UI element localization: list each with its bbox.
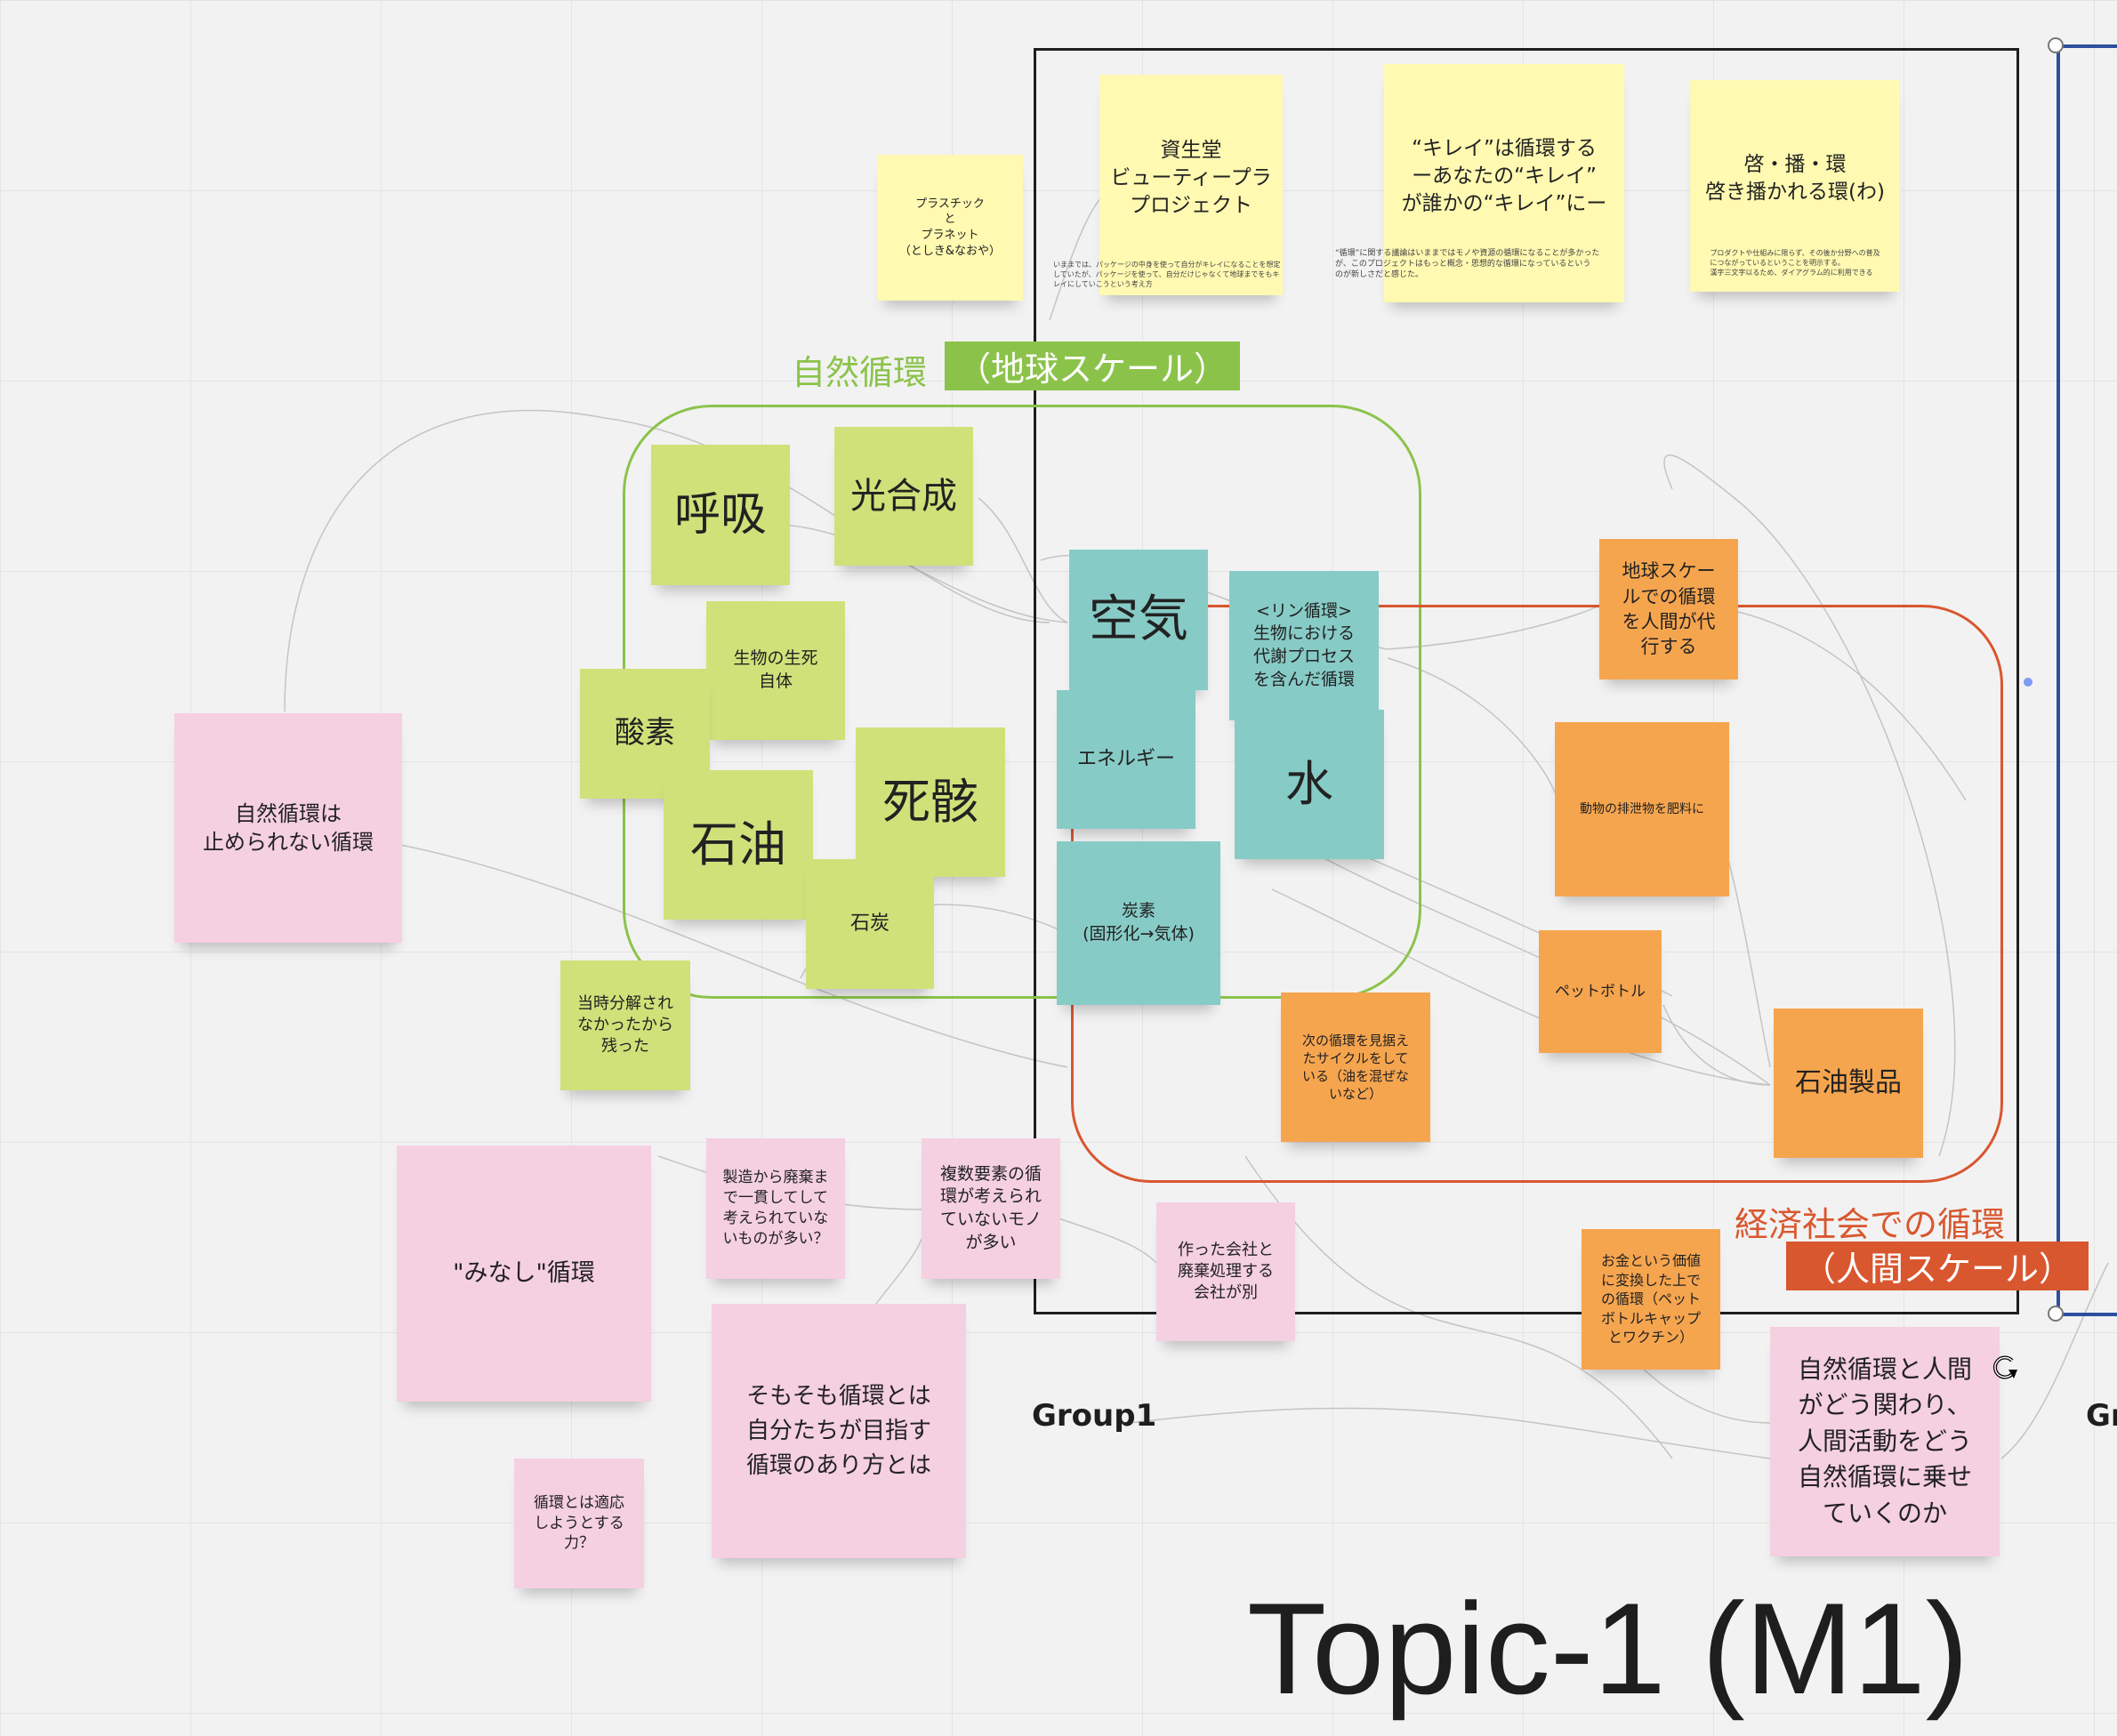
nature-scale-badge: （地球スケール）: [945, 342, 1241, 390]
sticky-note-kuki[interactable]: 空気: [1069, 550, 1208, 690]
sticky-note-shizen-ningen[interactable]: 自然循環と人間 がどう関わり、 人間活動をどう 自然循環に乗せ ていくのか: [1770, 1327, 2000, 1556]
economy-scale-badge: （人間スケール）: [1786, 1242, 2089, 1290]
sticky-note-tekio[interactable]: 循環とは適応 しようとする 力？: [514, 1459, 644, 1588]
sticky-note-fukusu[interactable]: 複数要素の循 環が考えられ ていないモノ が多い: [922, 1138, 1060, 1279]
sticky-note-seibutsu[interactable]: 生物の生死 自体: [706, 601, 845, 740]
sticky-note-keihakan[interactable]: 啓・播・環 啓き播かれる環(わ) プロダクトや仕組みに限らず、その後か分野への普…: [1690, 80, 1900, 292]
sticky-note-sanso[interactable]: 酸素: [580, 669, 710, 799]
sticky-note-kogosei[interactable]: 光合成: [834, 427, 973, 566]
sticky-note-plastic-planet[interactable]: プラスチック と プラネット （としき&なおや）: [877, 155, 1023, 301]
sticky-note-seizo[interactable]: 製造から廃棄ま で一貫してして 考えられていな いものが多い？: [706, 1138, 845, 1279]
economy-cycle-title: 経済社会での循環: [1735, 1205, 2006, 1244]
sticky-note-tanso[interactable]: 炭素 (固形化→気体): [1057, 841, 1220, 1005]
sticky-note-mizu[interactable]: 水: [1235, 710, 1384, 859]
sticky-note-tsukutta[interactable]: 作った会社と 廃棄処理する 会社が別: [1156, 1202, 1295, 1341]
sticky-note-kirei[interactable]: “キレイ”は循環する ーあなたの“キレイ” が誰かの“キレイ”にー “循環”に関…: [1335, 64, 1624, 302]
sticky-note-energy[interactable]: エネルギー: [1057, 690, 1195, 829]
sticky-note-chikyu[interactable]: 地球スケー ルでの循環 を人間が代 行する: [1599, 539, 1738, 679]
group1-label[interactable]: Group1: [1032, 1398, 1157, 1434]
sticky-note-minashi[interactable]: "みなし"循環: [397, 1145, 651, 1402]
frame-handle-bottom[interactable]: [2048, 1306, 2064, 1322]
frame-handle-top[interactable]: [2048, 37, 2064, 53]
sticky-note-pet[interactable]: ペットボトル: [1539, 930, 1662, 1053]
sticky-note-kokyu[interactable]: 呼吸: [651, 445, 790, 585]
rotate-cursor-icon[interactable]: [1989, 1352, 2021, 1384]
group2-label[interactable]: Gr: [2086, 1398, 2117, 1434]
sticky-note-dobutsu[interactable]: 動物の排泄物を肥料に: [1555, 722, 1729, 896]
sticky-note-tsugi[interactable]: 次の循環を見据え たサイクルをして いる（油を混ぜな いなど）: [1281, 993, 1430, 1142]
sticky-note-sekiyu[interactable]: 石油: [664, 770, 813, 920]
group1-frame[interactable]: [1034, 48, 2019, 1314]
nature-cycle-title: 自然循環: [792, 353, 928, 392]
sticky-note-somosomo[interactable]: そもそも循環とは 自分たちが目指す 循環のあり方とは: [712, 1304, 966, 1558]
sticky-note-toji[interactable]: 当時分解され なかったから 残った: [560, 960, 690, 1090]
sticky-note-shizen-tomerarenai[interactable]: 自然循環は 止められない循環: [174, 713, 402, 943]
sticky-note-sekiyu-seihin[interactable]: 石油製品: [1774, 1009, 1923, 1158]
sticky-note-sekitan[interactable]: 石炭: [806, 859, 934, 989]
sticky-note-shigai[interactable]: 死骸: [856, 727, 1005, 877]
group2-frame[interactable]: [2057, 44, 2117, 1316]
sticky-note-rin[interactable]: <リン循環> 生物における 代謝プロセス を含んだ循環: [1229, 571, 1379, 720]
frame-handle-mid[interactable]: [2024, 678, 2032, 687]
sticky-note-shiseido[interactable]: 資生堂 ビューティープラ プロジェクト いままでは、パッケージの中身を使って自分…: [1053, 75, 1283, 295]
topic-title[interactable]: Topic-1 (M1): [1247, 1576, 1969, 1721]
sticky-note-okane[interactable]: お金という価値 に変換した上で の循環（ペット ボトルキャップ とワクチン）: [1582, 1229, 1720, 1370]
